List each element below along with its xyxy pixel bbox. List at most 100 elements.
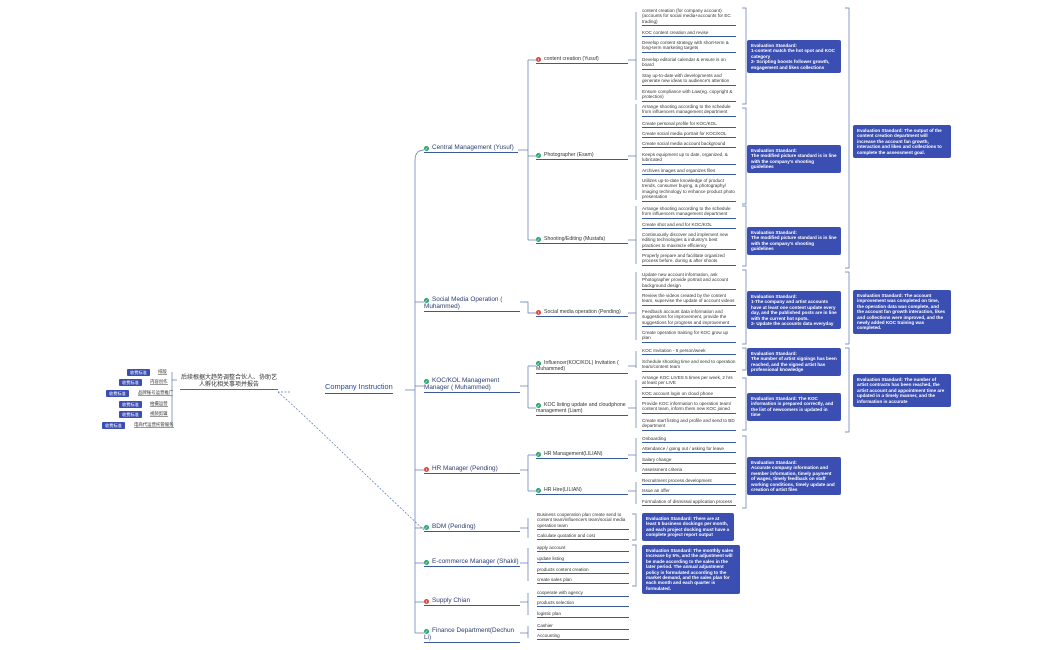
status-warning-icon: ! (424, 599, 429, 604)
task-item[interactable]: Archives images and organizes files (642, 168, 736, 176)
eval-photographer[interactable]: Evaluation Standard: The modified pictur… (747, 145, 841, 173)
task-item[interactable]: Accounting (537, 633, 629, 641)
cn-item[interactable]: 排版 (158, 369, 167, 375)
task-item[interactable]: Develop editorial calendar & ensure is o… (642, 57, 736, 70)
branch-bdm[interactable]: ✓BDM (Pending) (424, 523, 520, 533)
task-item[interactable]: Continuously discover and implement new … (642, 232, 736, 251)
root-topic[interactable]: Company Instruction (325, 382, 393, 394)
eval-hr[interactable]: Evaluation Standard: Accurate company in… (747, 457, 841, 496)
sub-shooting[interactable]: ✓Shooting/Editing (Mustafa) (536, 236, 628, 244)
status-warning-icon: ! (424, 467, 429, 472)
task-item[interactable]: Create start listing and profile and sen… (642, 418, 736, 431)
status-check-icon: ✓ (424, 146, 429, 151)
task-item[interactable]: Update new account information, ask Phot… (642, 272, 736, 291)
task-item[interactable]: Schedule shooting time and send to opera… (642, 359, 736, 372)
task-item[interactable]: Ensure compliance with Law(eg. copyright… (642, 89, 736, 102)
task-item[interactable]: Arrange shooting according to the schedu… (642, 104, 736, 117)
task-item[interactable]: Cashier (537, 623, 629, 631)
status-check-icon: ✓ (424, 560, 429, 565)
task-item[interactable]: content creation (for company account) (… (642, 8, 736, 27)
eval-ecom[interactable]: Evaluation Standard: The monthly sales i… (642, 545, 740, 595)
status-check-icon: ✓ (424, 298, 429, 303)
price-tag: 收费标准 (127, 369, 150, 376)
eval-koc[interactable]: Evaluation Standard: The number of artis… (853, 374, 951, 408)
eval-bdm[interactable]: Evaluation Standard: There are at least … (642, 513, 734, 541)
task-item[interactable]: Create social media portrait for KOC/KOL (642, 131, 736, 139)
task-item[interactable]: cooperate with agency (537, 590, 629, 598)
cn-item[interactable]: 拍摄运营 (150, 401, 168, 407)
sub-content[interactable]: !content creation (Yusuf) (536, 56, 628, 64)
eval-content[interactable]: Evaluation Standard: 1-content match the… (747, 40, 841, 74)
task-item[interactable]: products selection (537, 600, 629, 608)
task-item[interactable]: Attendance / going out / asking for leav… (642, 446, 736, 454)
eval-listing[interactable]: Evaluation Standard: The KOC information… (747, 393, 841, 421)
task-item[interactable]: Issue an offer (642, 488, 736, 496)
eval-central[interactable]: Evaluation Standard: The output of the c… (853, 125, 951, 159)
branch-supply[interactable]: !Supply Chian (424, 597, 520, 607)
sub-photographer[interactable]: ✓Photographer (Esam) (536, 152, 628, 160)
task-item[interactable]: logistic plan (537, 611, 629, 619)
task-item[interactable]: products content creation (537, 567, 629, 575)
branch-hr[interactable]: !HR Manager (Pending) (424, 465, 520, 475)
task-item[interactable]: Stay up-to-date with developments and ge… (642, 73, 736, 86)
status-check-icon: ✓ (536, 361, 541, 366)
task-item[interactable]: Create social media account background (642, 141, 736, 149)
task-item[interactable]: Keeps equipment up to date, organized, &… (642, 152, 736, 165)
eval-shooting[interactable]: Evaluation Standard: The modified pictur… (747, 227, 841, 255)
task-item[interactable]: create sales plan (537, 577, 629, 585)
price-tag: 收费标准 (119, 401, 142, 408)
branch-ecom[interactable]: ✓E-commerce Manager (Shakil) (424, 558, 520, 568)
branch-central[interactable]: ✓Central Management (Yusuf) (424, 144, 518, 154)
task-item[interactable]: KOC account login on cloud phone (642, 391, 736, 399)
cn-item[interactable]: 品牌账号运营推广 (138, 390, 174, 396)
task-item[interactable]: KOC Invitation - 5 person/week (642, 348, 736, 356)
task-item[interactable]: Create personal profile for KOC/KOL (642, 121, 736, 129)
task-item[interactable]: update listing (537, 556, 629, 564)
task-item[interactable]: Calculate quotation and cost (537, 533, 629, 541)
task-item[interactable]: Onboarding (642, 436, 736, 444)
task-item[interactable]: Create operation training for KOC grow u… (642, 330, 736, 343)
task-item[interactable]: Business cooperation plan create send to… (537, 512, 629, 531)
sub-socialop[interactable]: !Social media operation (Pending) (536, 309, 628, 317)
eval-influencer[interactable]: Evaluation Standard: The number of artis… (747, 348, 841, 376)
task-item[interactable]: Recruitment process development (642, 478, 736, 486)
sub-influencer[interactable]: ✓Influencer(KOC/KOL) Invitation ( Muhamm… (536, 360, 628, 374)
status-check-icon: ✓ (424, 379, 429, 384)
eval-social[interactable]: Evaluation Standard: The account improve… (853, 290, 951, 334)
task-item[interactable]: KOC content creation and revise (642, 30, 736, 38)
task-item[interactable]: Assessment criteria (642, 467, 736, 475)
status-warning-icon: ! (536, 57, 541, 62)
branch-social[interactable]: ✓Social Media Operation ( Muhammed) (424, 296, 520, 313)
status-check-icon: ✓ (536, 403, 541, 408)
task-item[interactable]: Provide KOC information to operation tea… (642, 401, 736, 414)
task-item[interactable]: Formulation of dismissal application pro… (642, 499, 736, 507)
task-item[interactable]: Salary change (642, 457, 736, 465)
task-item[interactable]: Develop content strategy with short-term… (642, 40, 736, 53)
branch-koc[interactable]: ✓KOC/KOL Management Manager ( Muhammed) (424, 377, 520, 394)
task-item[interactable]: Feedback account data information and su… (642, 309, 736, 328)
eval-socialop[interactable]: Evaluation Standard: 1-The company and a… (747, 291, 841, 330)
status-check-icon: ✓ (536, 237, 541, 242)
task-item[interactable]: Arrange KOC LIVES 5 times per week, 2 hr… (642, 375, 736, 388)
status-check-icon: ✓ (424, 629, 429, 634)
cn-item[interactable]: 内容创作 (150, 379, 168, 385)
status-check-icon: ✓ (536, 153, 541, 158)
task-item[interactable]: apply account (537, 545, 629, 553)
status-warning-icon: ! (536, 310, 541, 315)
task-item[interactable]: Properly prepare and facilitate organize… (642, 253, 736, 266)
task-item[interactable]: Review the videos created by the content… (642, 293, 736, 306)
status-check-icon: ✓ (536, 452, 541, 457)
sub-listing[interactable]: ✓KOC listing update and cloudphone manag… (536, 402, 628, 416)
price-tag: 收费标准 (119, 379, 142, 386)
price-tag: 收费标准 (106, 390, 129, 397)
status-check-icon: ✓ (424, 525, 429, 530)
cn-item[interactable]: 视频剪辑 (150, 411, 168, 417)
task-item[interactable]: Create shot and end for KOC/KOL (642, 222, 736, 230)
sub-hrmgmt[interactable]: ✓HR Management(LILIAN) (536, 451, 628, 459)
center-topic[interactable]: 后续根据大趋势调整合伙人、协助艺人孵化相关事项并报告 (180, 375, 278, 390)
cn-item[interactable]: 电商代运营托管服务 (134, 422, 174, 428)
task-item[interactable]: Arrange shooting according to the schedu… (642, 206, 736, 219)
branch-finance[interactable]: ✓Finance Department(Dechun Li) (424, 627, 520, 644)
task-item[interactable]: Utilizes up-to-date knowledge of product… (642, 178, 736, 202)
sub-hrhire[interactable]: ✓HR Hire(LILIAN) (536, 487, 628, 495)
